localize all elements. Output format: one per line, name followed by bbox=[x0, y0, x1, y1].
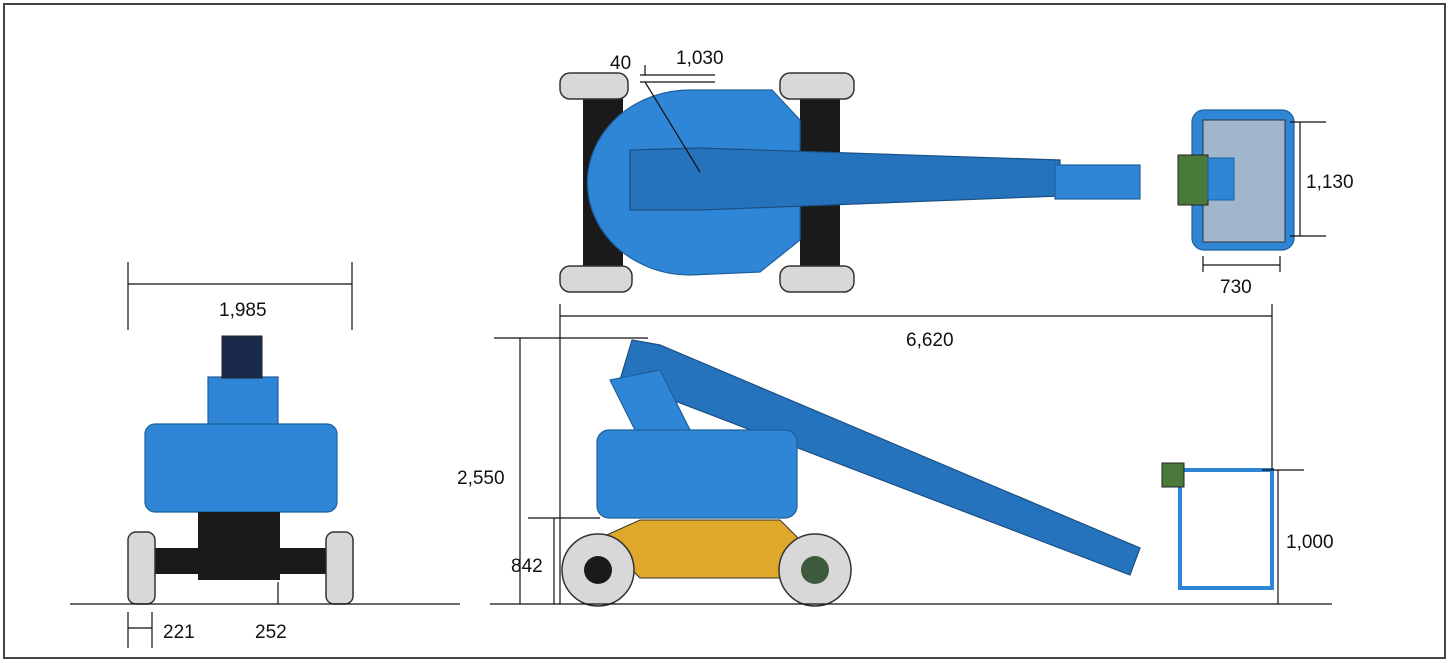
front-view: 1,985 221 252 bbox=[70, 262, 460, 648]
side-turret bbox=[596, 429, 798, 519]
dim-front-clearance: 252 bbox=[255, 622, 287, 643]
control-box bbox=[1177, 154, 1209, 206]
dim-front-width: 1,985 bbox=[219, 300, 267, 321]
top-boom bbox=[629, 147, 1061, 211]
front-right-wheel bbox=[325, 531, 354, 605]
top-jib bbox=[1054, 164, 1141, 200]
dim-chassis-height: 842 bbox=[511, 556, 543, 577]
side-view: 6,620 2,550 842 1,000 bbox=[457, 304, 1334, 607]
dim-platform-height: 1,000 bbox=[1286, 532, 1334, 553]
wheel-front-right bbox=[779, 72, 855, 100]
wheel-rear-left bbox=[559, 265, 633, 293]
front-platform bbox=[221, 335, 263, 379]
dim-top-offset: 40 bbox=[610, 53, 631, 74]
dim-platform-depth: 1,130 bbox=[1306, 172, 1354, 193]
front-boom bbox=[207, 376, 279, 428]
platform-console bbox=[1207, 157, 1235, 201]
front-axle bbox=[148, 548, 338, 574]
dim-total-height: 2,550 bbox=[457, 468, 505, 489]
front-turret bbox=[144, 423, 338, 513]
top-view: 40 1,030 1,130 730 bbox=[559, 48, 1354, 298]
side-platform bbox=[1178, 468, 1274, 590]
dim-top-arm: 1,030 bbox=[676, 48, 724, 69]
dim-total-length: 6,620 bbox=[906, 330, 954, 351]
wheel-rear-right bbox=[779, 265, 855, 293]
dim-front-wheel: 221 bbox=[163, 622, 195, 643]
dim-platform-width: 730 bbox=[1220, 277, 1252, 298]
side-control-box bbox=[1161, 462, 1185, 488]
front-left-wheel bbox=[127, 531, 156, 605]
wheel-front-left bbox=[559, 72, 629, 100]
side-boom bbox=[619, 339, 1141, 576]
